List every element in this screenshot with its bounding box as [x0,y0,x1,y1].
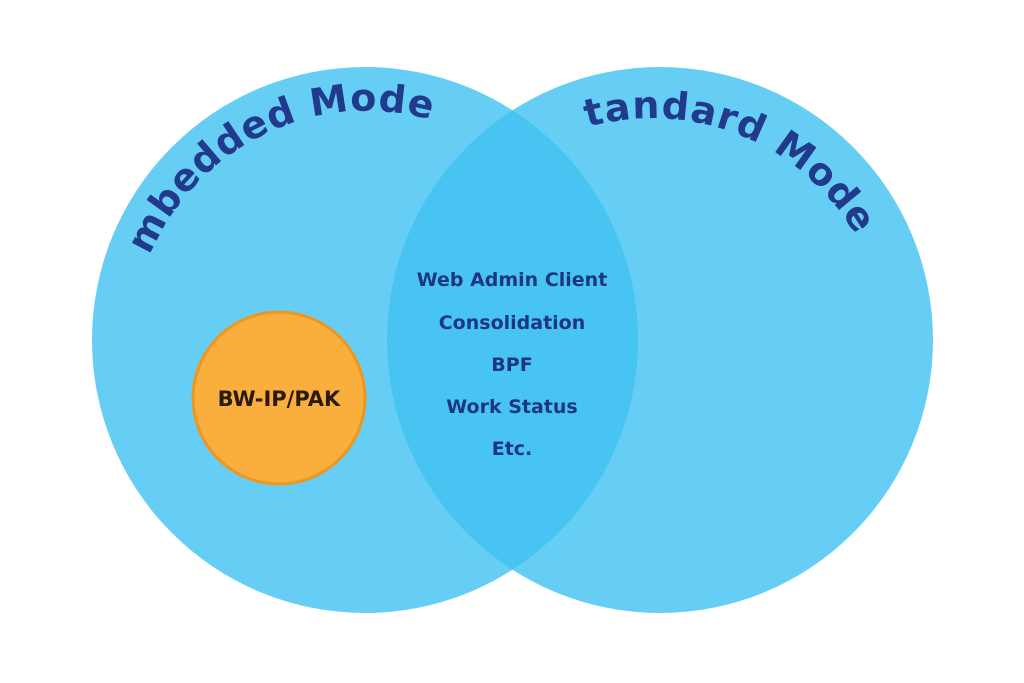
overlap-item-work-status: Work Status [446,396,577,418]
overlap-item-web-admin-client: Web Admin Client [417,269,608,291]
overlap-item-bpf: BPF [491,354,532,376]
overlap-item-etc: Etc. [492,438,533,460]
bw-ip-pak-label: BW-IP/PAK [218,387,341,411]
bw-ip-pak-circle [191,310,367,486]
overlap-item-consolidation: Consolidation [439,312,586,334]
overlap-region [387,67,638,613]
